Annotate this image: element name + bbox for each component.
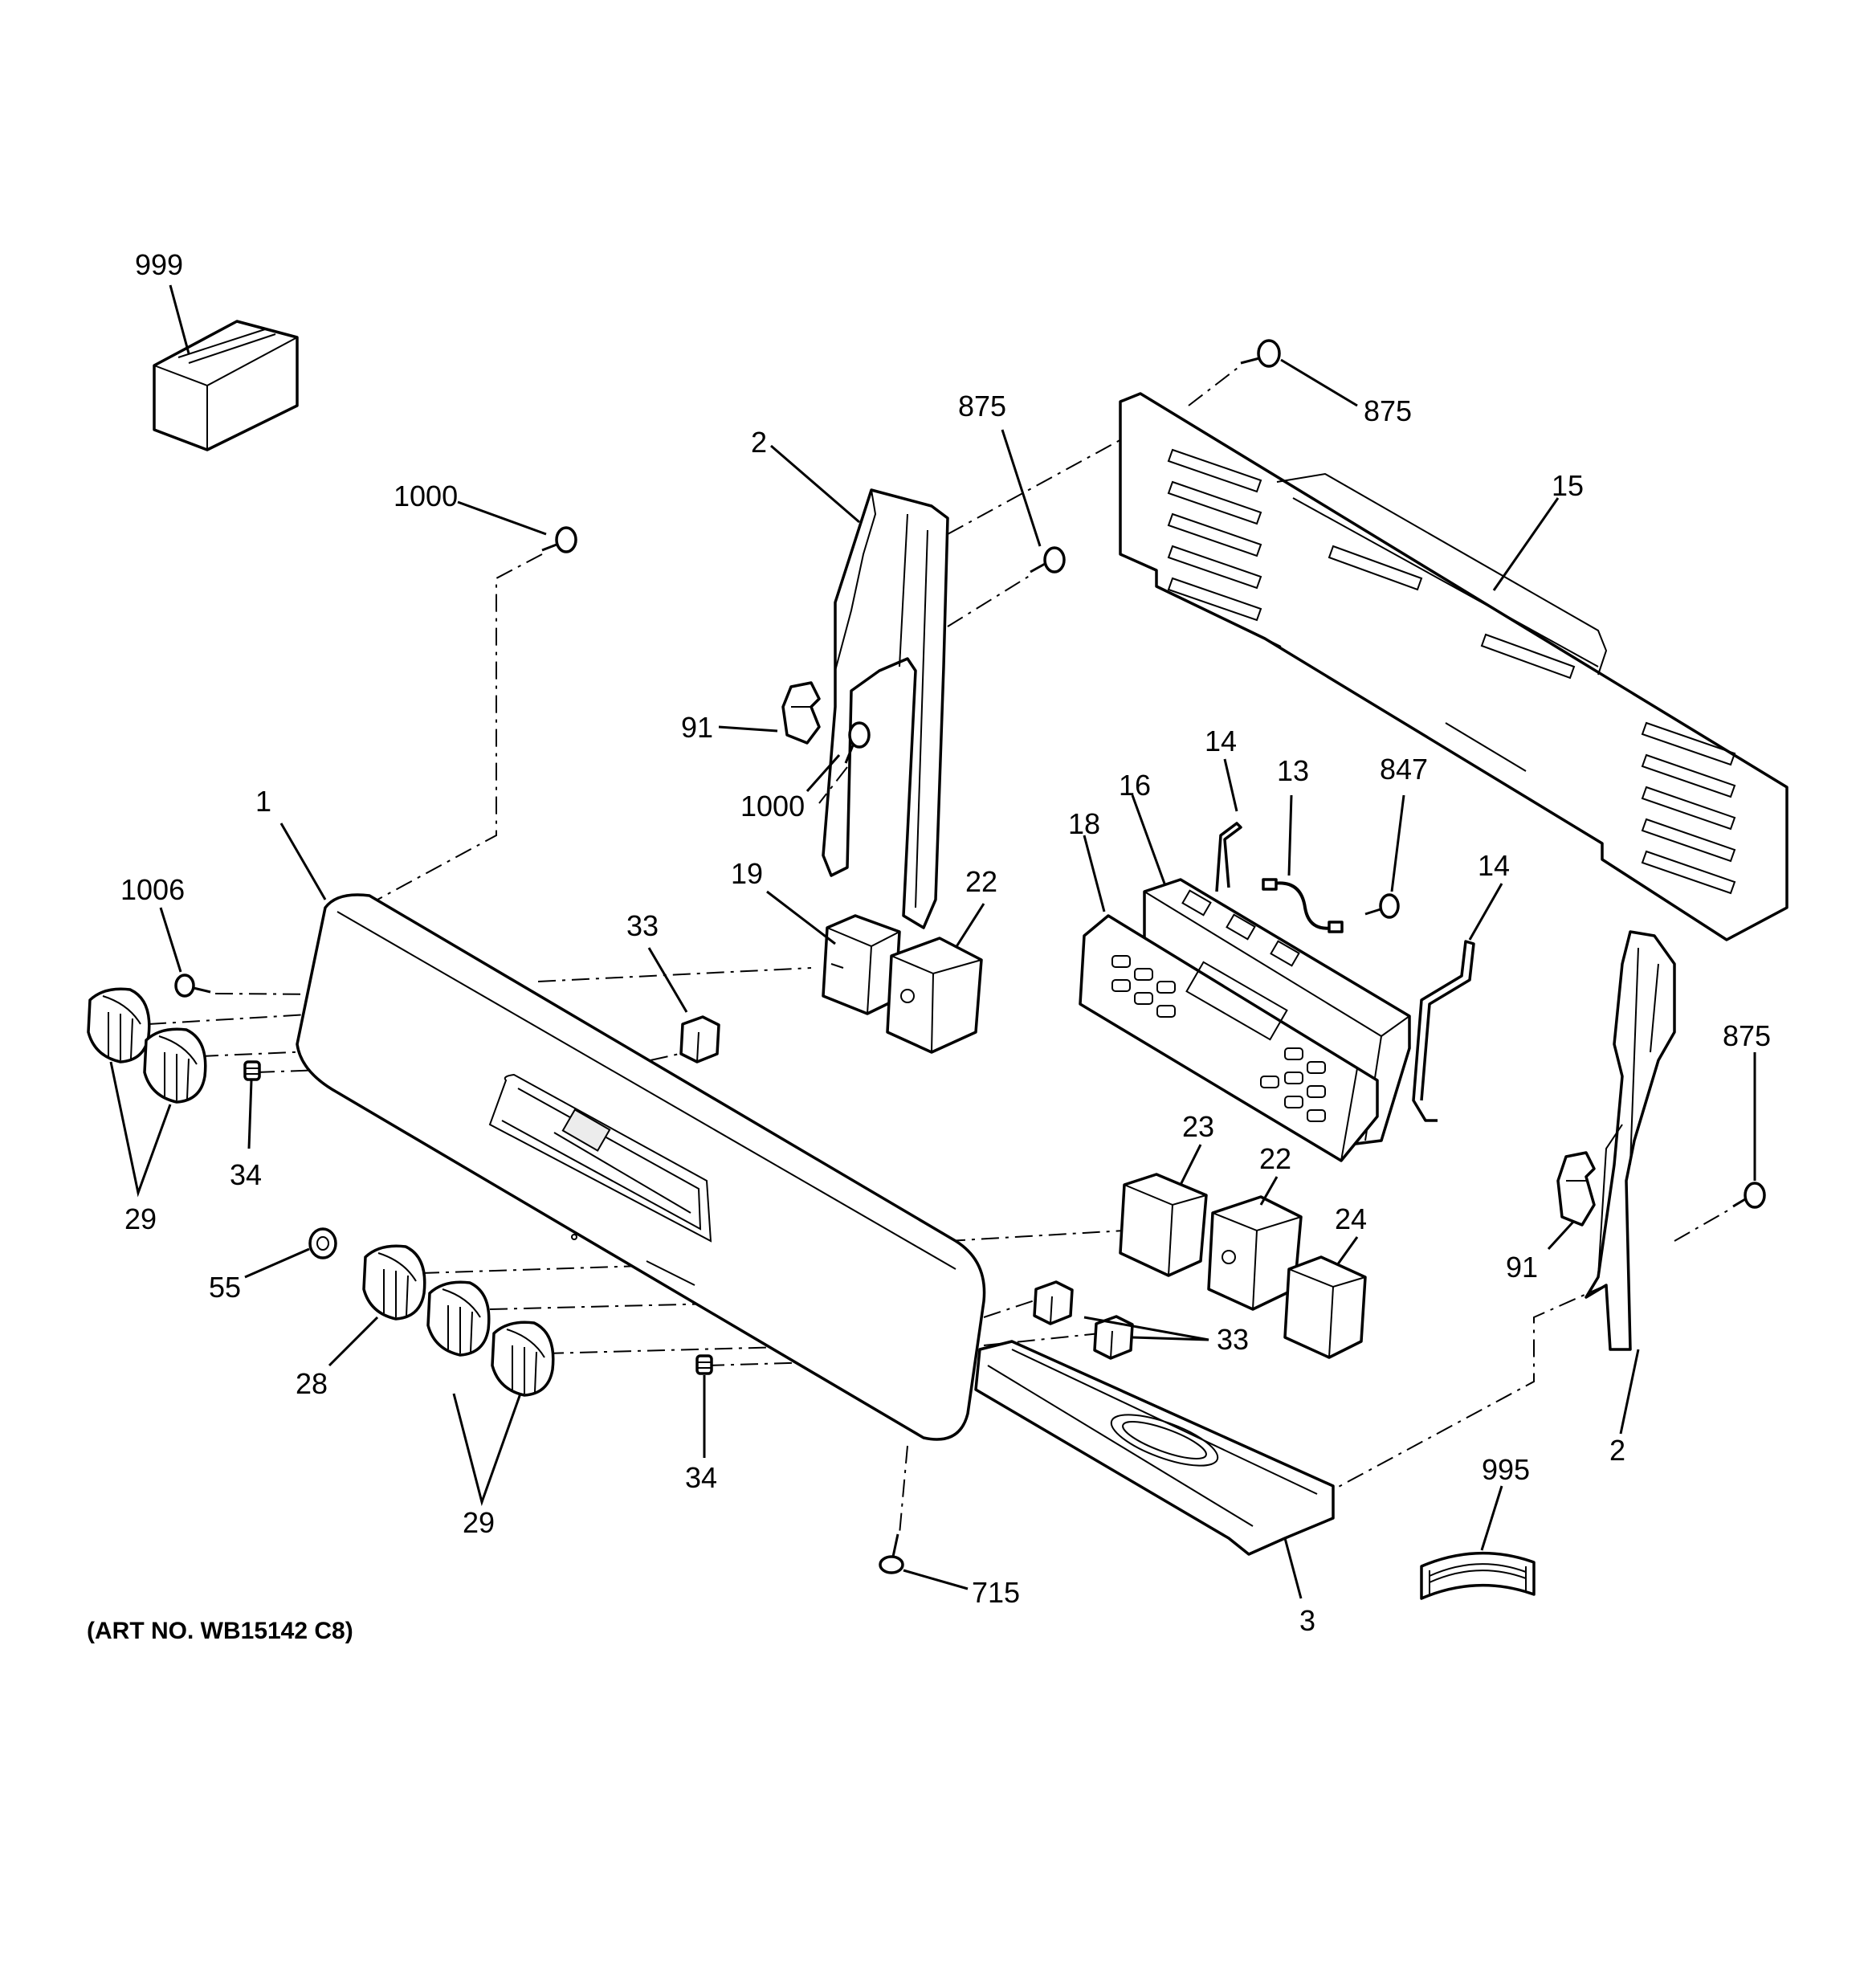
- part-1006-screw[interactable]: [174, 974, 211, 998]
- callout-995: 995: [1482, 1453, 1530, 1486]
- part-999-box[interactable]: [153, 320, 299, 451]
- part-3-trim[interactable]: [974, 1340, 1335, 1556]
- callout-15: 15: [1552, 469, 1584, 502]
- callout-23: 23: [1182, 1110, 1214, 1143]
- part-995-harness[interactable]: [1420, 1551, 1536, 1600]
- part-14-wire-lower[interactable]: [1412, 940, 1475, 1122]
- part-33-rocker-mid[interactable]: [1033, 1280, 1074, 1325]
- callout-1000-bracket: 1000: [740, 790, 805, 823]
- part-18-faceplate[interactable]: [1079, 914, 1379, 1162]
- callout-2-right: 2: [1609, 1434, 1625, 1467]
- part-28-knob[interactable]: [362, 1244, 426, 1321]
- part-29-knob-bottom-2[interactable]: [491, 1321, 555, 1397]
- callout-715: 715: [972, 1576, 1020, 1609]
- part-15-back-panel[interactable]: [1119, 392, 1788, 941]
- callout-22-bottom: 22: [1259, 1142, 1291, 1175]
- part-29-knob-bottom-1[interactable]: [426, 1280, 491, 1357]
- callout-34-bottom: 34: [685, 1461, 717, 1494]
- part-875-screw-top[interactable]: [1240, 339, 1281, 368]
- callout-22-top: 22: [965, 865, 997, 898]
- part-14-wire-upper[interactable]: [1215, 822, 1242, 892]
- part-33-rocker-top[interactable]: [679, 1015, 720, 1063]
- callout-1000-top: 1000: [394, 480, 458, 512]
- part-91-clip-left[interactable]: [781, 681, 821, 745]
- part-29-knob-top-2[interactable]: [143, 1027, 207, 1104]
- callout-1: 1: [255, 785, 271, 818]
- art-number-caption: (ART NO. WB15142 C8): [87, 1618, 353, 1644]
- part-22-switch-bottom[interactable]: [1207, 1195, 1303, 1311]
- callout-55: 55: [209, 1271, 241, 1304]
- part-19-switch[interactable]: [822, 914, 901, 1015]
- callout-13: 13: [1277, 754, 1309, 787]
- callout-28: 28: [296, 1367, 328, 1400]
- part-55-nut[interactable]: [308, 1227, 337, 1259]
- callout-1006: 1006: [120, 873, 185, 906]
- callout-875-top: 875: [1364, 394, 1412, 427]
- callout-875-mid: 875: [958, 390, 1006, 423]
- part-23-switch[interactable]: [1119, 1173, 1208, 1277]
- part-34-spring-top[interactable]: [243, 1060, 261, 1081]
- part-13-harness[interactable]: [1262, 878, 1344, 933]
- leader-lines: [109, 284, 1756, 1599]
- part-875-screw-mid[interactable]: [1030, 546, 1066, 574]
- callout-3: 3: [1299, 1604, 1315, 1637]
- callout-2-left: 2: [751, 426, 767, 459]
- keypad-buttons: [1111, 955, 1326, 1122]
- callout-24: 24: [1335, 1202, 1367, 1235]
- callout-19: 19: [731, 857, 763, 890]
- callout-34-top: 34: [230, 1158, 262, 1191]
- callout-91-left: 91: [681, 711, 713, 744]
- part-91-clip-right[interactable]: [1556, 1151, 1596, 1227]
- callout-91-right: 91: [1506, 1251, 1538, 1284]
- callout-999: 999: [135, 248, 183, 281]
- callout-14-upper: 14: [1205, 725, 1237, 757]
- callout-847: 847: [1380, 753, 1428, 786]
- callout-18: 18: [1068, 807, 1100, 840]
- part-1-control-panel[interactable]: [296, 893, 986, 1441]
- callout-16: 16: [1119, 769, 1151, 802]
- callout-33-top: 33: [626, 909, 659, 942]
- part-22-switch-top[interactable]: [886, 937, 983, 1054]
- part-33-rocker-low[interactable]: [1093, 1315, 1134, 1360]
- callout-33-bottom: 33: [1217, 1323, 1249, 1356]
- part-847-screw[interactable]: [1364, 893, 1400, 919]
- part-715-screw[interactable]: [879, 1533, 904, 1574]
- part-1000-screw-top[interactable]: [541, 526, 577, 553]
- part-2-side-bracket-right[interactable]: [1585, 930, 1676, 1351]
- callout-29-top: 29: [124, 1202, 157, 1235]
- part-24-switch[interactable]: [1283, 1255, 1367, 1359]
- callout-labels: 999 1000 2 875 875 15 91 1000 14 16 13 8…: [120, 248, 1771, 1637]
- callout-14-lower: 14: [1478, 849, 1510, 882]
- part-34-spring-bottom[interactable]: [695, 1354, 713, 1375]
- callout-29-bottom: 29: [463, 1506, 495, 1539]
- part-29-knob-top-1[interactable]: [87, 987, 151, 1063]
- callout-875-right: 875: [1723, 1019, 1771, 1052]
- part-2-side-bracket-left[interactable]: [822, 488, 949, 929]
- part-875-screw-right[interactable]: [1732, 1182, 1766, 1209]
- part-1000-screw-bracket[interactable]: [844, 721, 871, 764]
